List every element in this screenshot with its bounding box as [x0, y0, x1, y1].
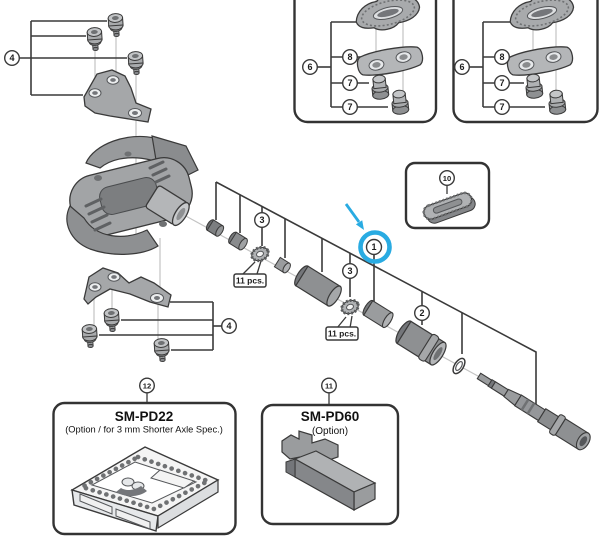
callout-4-top: 4	[3, 50, 21, 67]
svg-text:4: 4	[226, 321, 231, 331]
svg-text:3: 3	[259, 215, 264, 225]
svg-text:7: 7	[499, 102, 504, 112]
callout-11: 11	[321, 377, 338, 394]
cleat-fixing-bolt	[81, 323, 99, 349]
cone-washer	[228, 231, 248, 251]
svg-text:10: 10	[443, 174, 451, 183]
cleat-fixing-bolt	[127, 50, 145, 76]
callout-8-right: 8	[494, 49, 511, 66]
svg-text:7: 7	[347, 78, 352, 88]
callout-8-left: 8	[342, 49, 359, 66]
callout-1: 1	[365, 238, 383, 256]
svg-text:4: 4	[9, 53, 14, 63]
svg-text:11 pcs.: 11 pcs.	[328, 329, 356, 339]
pedal-body-illustration	[66, 135, 199, 255]
callout-7-right-upper: 7	[494, 74, 511, 91]
ball-retainer-box: 10	[404, 161, 491, 230]
cleat-fixing-bolt	[86, 26, 104, 52]
callout-10: 10	[439, 169, 456, 186]
svg-text:7: 7	[499, 78, 504, 88]
callout-4-bottom: 4	[220, 318, 237, 335]
sm-pd60-subtitle: (Option)	[312, 426, 348, 437]
svg-text:8: 8	[499, 52, 504, 62]
quantity-label-left: 11 pcs.	[233, 260, 267, 288]
sm-pd22-subtitle: (Option / for 3 mm Shorter Axle Spec.)	[65, 425, 223, 435]
svg-text:3: 3	[347, 266, 352, 276]
svg-text:1: 1	[371, 242, 376, 252]
pedal-axle	[476, 372, 591, 451]
callout-6-right: 6	[454, 59, 471, 76]
sm-pd60-title: SM-PD60	[301, 409, 360, 424]
svg-text:8: 8	[347, 52, 352, 62]
svg-text:7: 7	[347, 102, 352, 112]
inner-sleeve	[294, 265, 342, 307]
cleat-fixing-bolt	[107, 12, 125, 38]
quantity-label-right: 11 pcs.	[325, 315, 359, 341]
svg-text:6: 6	[307, 62, 312, 72]
highlight-annotation	[344, 203, 392, 264]
svg-text:11 pcs.: 11 pcs.	[236, 276, 264, 286]
callout-6-left: 6	[302, 59, 319, 76]
callout-3-left: 3	[253, 211, 270, 228]
highlight-circle	[358, 230, 392, 264]
cleat-adapter-plate	[83, 69, 152, 123]
callout-7-left-upper: 7	[342, 74, 359, 91]
cleat-kit-box-left: 6 8 7 7	[293, 0, 438, 124]
svg-text:2: 2	[419, 308, 424, 318]
sm-pd60-part-illustration	[281, 430, 377, 512]
cleat-hardware-bottom-group: 4	[81, 267, 237, 363]
cleat-kit-box-right: 6 8 7 7	[452, 0, 599, 124]
body-cover-cylinder	[395, 320, 447, 366]
sm-pd22-box: 12 SM-PD22 (Option / for 3 mm Shorter Ax…	[52, 377, 237, 536]
sm-pd22-title: SM-PD22	[115, 409, 174, 424]
sm-pd22-part-illustration	[70, 446, 220, 532]
axle-tube	[145, 185, 190, 227]
svg-text:12: 12	[143, 381, 151, 390]
lock-nut	[205, 219, 225, 237]
svg-text:6: 6	[459, 62, 464, 72]
svg-text:11: 11	[325, 381, 334, 390]
cleat-fixing-bolt	[103, 307, 121, 333]
axle-assembly-group: 11 pcs. 11 pcs. 3 3 2 1	[205, 181, 591, 451]
bearing-cone	[273, 256, 291, 274]
sm-pd60-box: 11 SM-PD60 (Option)	[260, 377, 400, 526]
callout-2: 2	[414, 305, 431, 322]
cleat-hardware-top-group: 4	[3, 12, 152, 123]
callout-7-right-lower: 7	[494, 98, 511, 115]
seal-washer	[452, 357, 466, 375]
cleat-adapter-plate	[83, 267, 172, 308]
spacer-cylinder	[362, 299, 394, 329]
ball-retainer-unit	[422, 191, 476, 224]
callout-3-right: 3	[342, 263, 359, 280]
callout-7-left-lower: 7	[342, 98, 359, 115]
steel-ball-retainer-right	[338, 296, 362, 318]
callout-12: 12	[138, 377, 155, 394]
binding-spring	[84, 160, 171, 232]
highlight-arrow	[344, 203, 364, 230]
cleat-fixing-bolt	[153, 337, 171, 363]
